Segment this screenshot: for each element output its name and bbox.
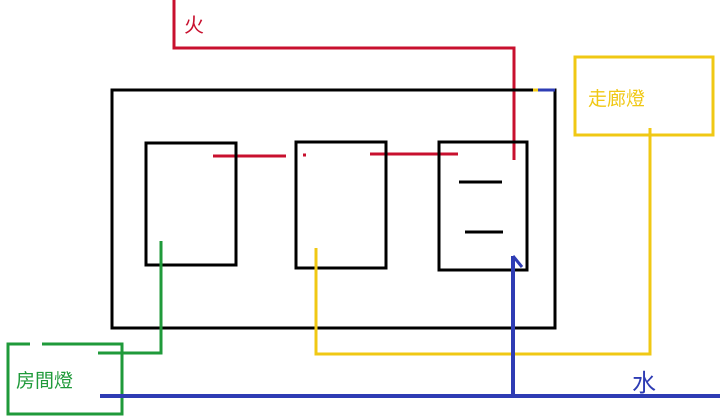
switch-3 xyxy=(437,140,529,272)
room-light-box-gap xyxy=(30,340,42,348)
neutral-wire-tail xyxy=(511,255,524,268)
switch-2 xyxy=(294,140,388,270)
room-light-box xyxy=(6,342,124,416)
corridor-light-wire xyxy=(314,128,652,356)
live-wire-feed xyxy=(172,0,516,160)
room-light-label: 房間燈 xyxy=(16,370,73,392)
fire-label: 火 xyxy=(184,13,204,37)
corridor-light-label: 走廊燈 xyxy=(588,88,645,110)
water-label: 水 xyxy=(632,369,656,397)
room-light-wire xyxy=(98,241,163,355)
switch-1 xyxy=(144,141,238,267)
switch-plate xyxy=(110,88,557,330)
corridor-light-box xyxy=(573,55,715,137)
